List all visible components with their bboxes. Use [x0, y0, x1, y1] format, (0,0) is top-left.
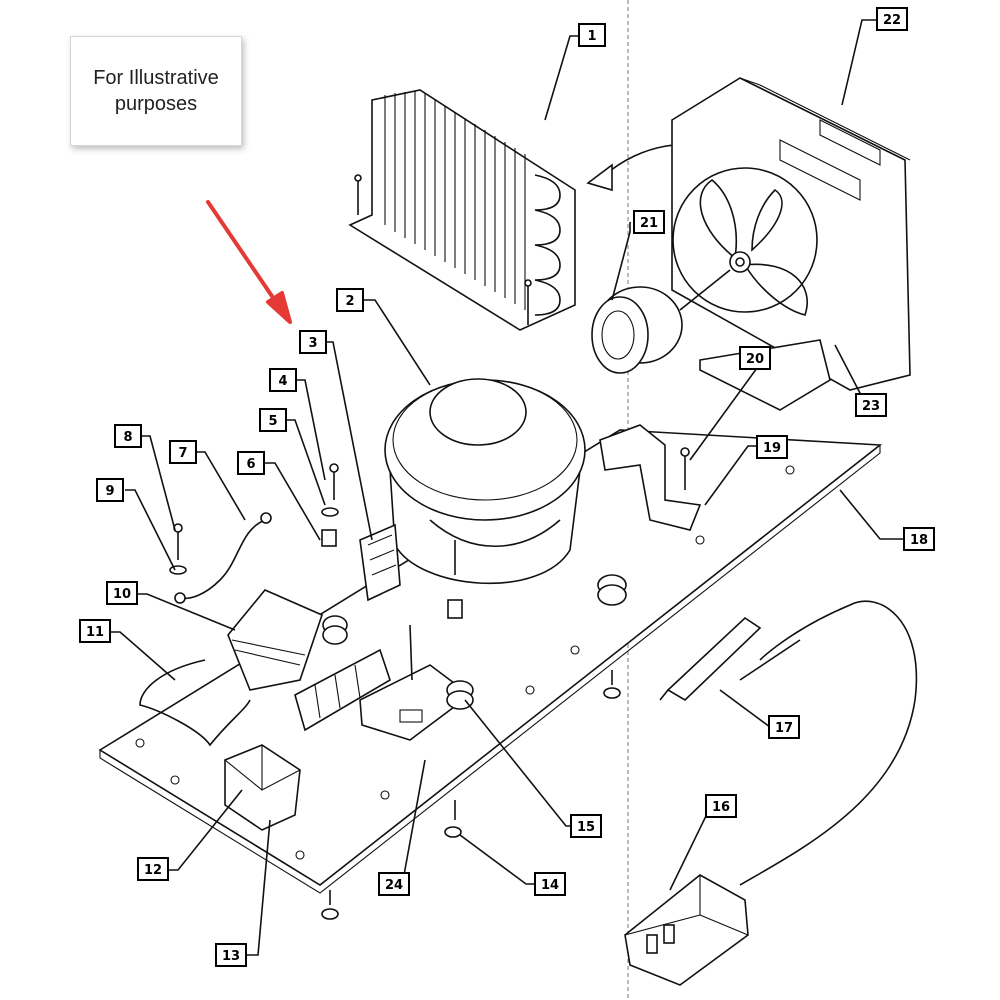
callout-6: 6: [237, 451, 265, 475]
motor-bracket: [699, 339, 831, 411]
callout-23: 23: [855, 393, 887, 417]
callout-21: 21: [633, 210, 665, 234]
fan-blade: [699, 178, 808, 316]
power-cord: [739, 600, 918, 886]
svg-text:11: 11: [86, 625, 104, 640]
callout-17: 17: [768, 715, 800, 739]
callout-13: 13: [215, 943, 247, 967]
callout-14: 14: [534, 872, 566, 896]
svg-text:13: 13: [222, 949, 240, 964]
wire-harness: [139, 659, 251, 747]
start-relay: [359, 523, 401, 602]
svg-text:6: 6: [246, 457, 255, 472]
power-adapter: [624, 874, 749, 986]
svg-text:24: 24: [385, 878, 403, 893]
callout-3: 3: [299, 330, 327, 354]
grommets: [322, 574, 627, 710]
svg-text:21: 21: [640, 216, 658, 231]
svg-text:19: 19: [763, 441, 781, 456]
callouts: 1 2 3 4 5 6 7 8 9 10 11 12 13 14 15: [79, 7, 935, 967]
ground-wire: [179, 519, 266, 600]
svg-text:9: 9: [105, 484, 114, 499]
callout-10: 10: [106, 581, 138, 605]
svg-text:14: 14: [541, 878, 559, 893]
relay-cover: [224, 744, 301, 831]
svg-text:5: 5: [268, 414, 277, 429]
callout-11: 11: [79, 619, 111, 643]
svg-text:16: 16: [712, 800, 730, 815]
svg-text:12: 12: [144, 863, 162, 878]
callout-20: 20: [739, 346, 771, 370]
svg-text:4: 4: [278, 374, 287, 389]
callout-16: 16: [705, 794, 737, 818]
screws-washers: [169, 447, 690, 920]
highlight-arrow: [206, 200, 292, 324]
callout-1: 1: [578, 23, 606, 47]
condenser-coil: [348, 89, 576, 331]
callout-19: 19: [756, 435, 788, 459]
svg-text:7: 7: [178, 446, 187, 461]
compressor: [384, 378, 586, 585]
fan-shroud: [671, 77, 911, 391]
terminal-strip: [294, 648, 391, 732]
callout-12: 12: [137, 857, 169, 881]
fan-motor: [591, 269, 731, 374]
fan-mount-bracket: [599, 424, 702, 531]
svg-text:10: 10: [113, 587, 131, 602]
svg-text:1: 1: [587, 29, 596, 44]
svg-text:15: 15: [577, 820, 595, 835]
callout-24: 24: [378, 872, 410, 896]
control-board: [359, 664, 472, 741]
overload-protector: [227, 589, 323, 691]
svg-text:17: 17: [775, 721, 793, 736]
illustrative-note: For Illustrative purposes: [70, 36, 242, 146]
callout-7: 7: [169, 440, 197, 464]
callout-15: 15: [570, 814, 602, 838]
svg-text:20: 20: [746, 352, 764, 367]
callout-5: 5: [259, 408, 287, 432]
note-line-2: purposes: [114, 93, 198, 115]
callout-8: 8: [114, 424, 142, 448]
filter-drier: [659, 616, 801, 701]
note-line-1: For Illustrative: [93, 67, 219, 89]
callout-22: 22: [876, 7, 908, 31]
callout-18: 18: [903, 527, 935, 551]
callout-9: 9: [96, 478, 124, 502]
svg-text:23: 23: [862, 399, 880, 414]
svg-text:18: 18: [910, 533, 928, 548]
svg-text:22: 22: [883, 13, 901, 28]
svg-text:2: 2: [345, 294, 354, 309]
callout-4: 4: [269, 368, 297, 392]
svg-text:3: 3: [308, 336, 317, 351]
svg-text:8: 8: [123, 430, 132, 445]
callout-2: 2: [336, 288, 364, 312]
